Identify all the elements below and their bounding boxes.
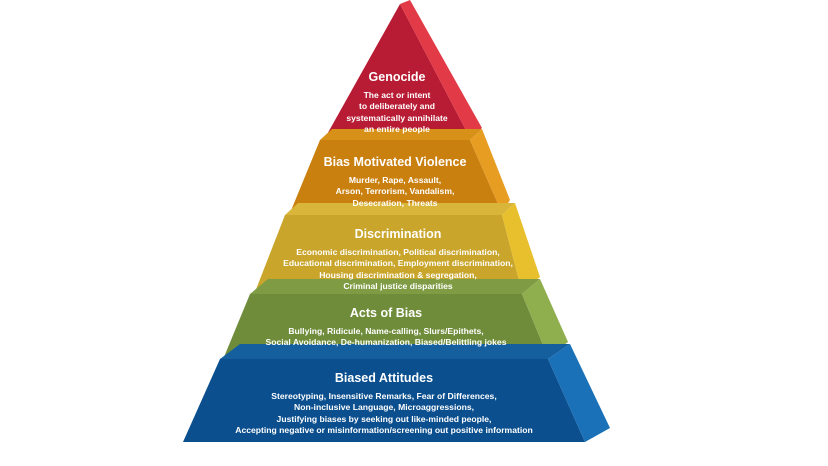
tier-discrimination-front bbox=[255, 215, 522, 292]
tier-acts-of-bias-line: Social Avoidance, De-humanization, Biase… bbox=[265, 337, 507, 348]
tier-bias-violence-side bbox=[470, 129, 510, 213]
tier-genocide-shape bbox=[325, 0, 482, 138]
tier-biased-attitudes-text: Biased Attitudes Stereotyping, Insensiti… bbox=[209, 371, 559, 437]
tier-acts-of-bias-text: Acts of Bias Bullying, Ridicule, Name-ca… bbox=[236, 306, 536, 349]
tier-discrimination-line: Housing discrimination & segregation, bbox=[319, 269, 477, 280]
tier-genocide-line: The act or intent bbox=[363, 90, 431, 100]
tier-discrimination-top bbox=[285, 203, 515, 215]
tier-biased-attitudes-line: Non-inclusive Language, Microaggressions… bbox=[293, 402, 475, 413]
tier-biased-attitudes-line: Stereotyping, Insensitive Remarks, Fear … bbox=[271, 391, 497, 401]
tier-discrimination-line: Economic discrimination, Political discr… bbox=[296, 247, 500, 257]
tier-acts-of-bias-line: Bullying, Ridicule, Name-calling, Slurs/… bbox=[288, 326, 484, 336]
tier-discrimination-line: Criminal justice disparities bbox=[343, 281, 453, 292]
tier-discrimination-title: Discrimination bbox=[354, 227, 442, 241]
tier-discrimination-line: Educational discrimination, Employment d… bbox=[283, 258, 513, 269]
tier-acts-of-bias-top bbox=[250, 279, 540, 294]
tier-genocide-front bbox=[325, 4, 470, 138]
tier-bias-violence-shape bbox=[290, 129, 510, 213]
tier-biased-attitudes-top bbox=[220, 344, 570, 359]
tier-biased-attitudes-front bbox=[183, 359, 585, 442]
tier-bias-violence-title: Bias Motivated Violence bbox=[323, 155, 467, 169]
tier-genocide-title: Genocide bbox=[368, 70, 426, 84]
tier-acts-of-bias-side bbox=[522, 279, 568, 357]
tier-discrimination-side bbox=[502, 203, 540, 292]
tier-genocide-side bbox=[400, 0, 482, 138]
tier-biased-attitudes-shape bbox=[183, 344, 610, 442]
tier-acts-of-bias-shape bbox=[224, 279, 568, 357]
tier-biased-attitudes-title: Biased Attitudes bbox=[334, 371, 434, 385]
tier-bias-violence-line: Arson, Terrorism, Vandalism, bbox=[335, 186, 455, 197]
tier-bias-violence-line: Desecration, Threats bbox=[352, 197, 438, 208]
tier-acts-of-bias-title: Acts of Bias bbox=[349, 306, 423, 320]
tier-genocide-line: to deliberately and bbox=[359, 101, 435, 112]
tier-genocide-line: an entire people bbox=[364, 124, 430, 135]
tier-bias-violence-front bbox=[290, 140, 502, 213]
tier-genocide-text: Genocide The act or intent to deliberate… bbox=[312, 70, 482, 136]
tier-biased-attitudes-line: Justifying biases by seeking out like-mi… bbox=[276, 413, 492, 424]
tier-biased-attitudes-side bbox=[548, 344, 610, 442]
tier-genocide-line: systematically annihilate bbox=[346, 112, 448, 123]
tier-discrimination-text: Discrimination Economic discrimination, … bbox=[258, 227, 538, 293]
tier-bias-violence-top bbox=[320, 129, 482, 140]
tier-biased-attitudes-line: Accepting negative or misinformation/scr… bbox=[235, 425, 533, 436]
tier-bias-violence-line: Murder, Rape, Assault, bbox=[348, 175, 442, 185]
tier-acts-of-bias-front bbox=[224, 294, 548, 357]
tier-discrimination-shape bbox=[255, 203, 540, 292]
tier-bias-violence-text: Bias Motivated Violence Murder, Rape, As… bbox=[280, 155, 510, 209]
